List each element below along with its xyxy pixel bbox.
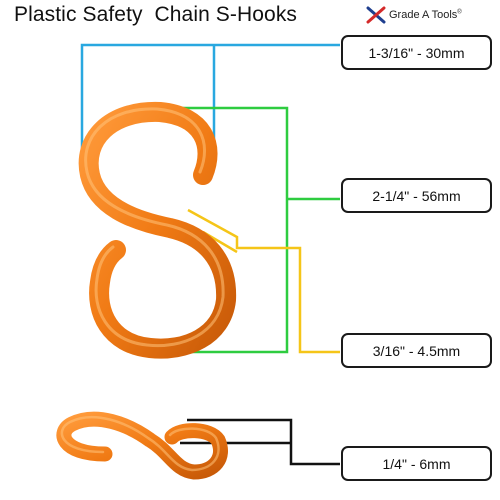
page-title: Plastic Safety Chain S-Hooks bbox=[14, 3, 298, 26]
dimension-line-length bbox=[135, 106, 340, 354]
dimension-label-length: 2-1/4" - 56mm bbox=[341, 178, 492, 213]
s-hook-side bbox=[56, 411, 228, 480]
dimension-line-thickness bbox=[180, 418, 340, 466]
dimension-label-gap: 3/16" - 4.5mm bbox=[341, 333, 492, 368]
x-logo-icon bbox=[366, 6, 386, 24]
dimension-label-opening: 1-3/16" - 30mm bbox=[341, 35, 492, 70]
brand-name: Grade A Tools® bbox=[389, 9, 462, 21]
dimension-label-thickness: 1/4" - 6mm bbox=[341, 446, 492, 481]
brand-logo: Grade A Tools® bbox=[366, 6, 462, 24]
